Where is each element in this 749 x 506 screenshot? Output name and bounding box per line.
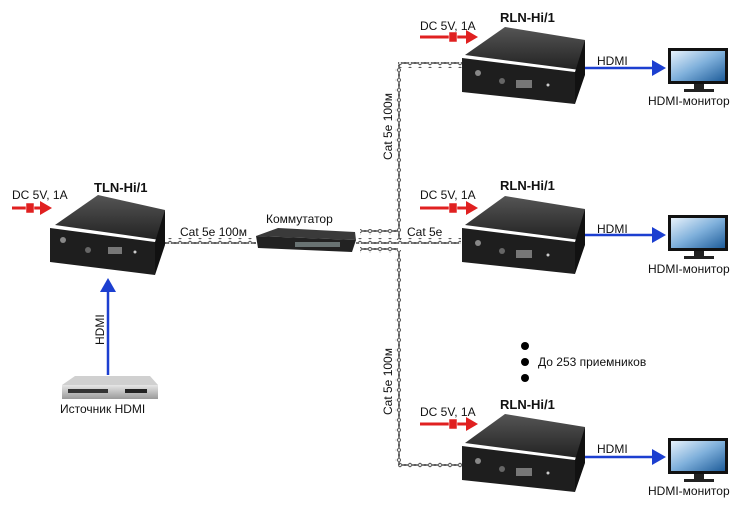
hdmi-arrow-source xyxy=(100,278,116,375)
transmitter-model: TLN-Hi/1 xyxy=(94,180,148,195)
cable-vertical-top xyxy=(395,65,401,240)
receiver-1-power-label: DC 5V, 1A xyxy=(420,19,476,33)
hdmi-arrow-rx3 xyxy=(583,449,666,465)
branch-bottom-label: Cat 5e 100м xyxy=(381,348,395,415)
receiver-3-model: RLN-Hi/1 xyxy=(500,397,555,412)
ellipsis-dot xyxy=(521,342,529,350)
branch-top-label: Cat 5e 100м xyxy=(381,93,395,160)
receiver-2-model: RLN-Hi/1 xyxy=(500,178,555,193)
monitor-1-label: HDMI-монитор xyxy=(648,94,730,108)
cable-switch-to-hub xyxy=(356,238,461,244)
receiver-1-model: RLN-Hi/1 xyxy=(500,10,555,25)
source-hdmi-label: HDMI xyxy=(93,314,107,345)
cable-tx-to-switch xyxy=(163,238,256,244)
receiver-2-power-label: DC 5V, 1A xyxy=(420,188,476,202)
cable-vertical-bottom xyxy=(395,250,401,465)
transmitter-power-label: DC 5V, 1A xyxy=(12,188,68,202)
switch-label: Коммутатор xyxy=(266,212,333,226)
cable-hub-bottom-stub xyxy=(360,247,398,253)
network-switch xyxy=(256,228,356,252)
downlink-cable-label: Cat 5e xyxy=(407,225,443,239)
power-arrow-rx2 xyxy=(420,201,478,215)
receiver-2-hdmi-label: HDMI xyxy=(597,222,628,236)
receiver-1-hdmi-label: HDMI xyxy=(597,54,628,68)
receiver-device-3 xyxy=(462,414,585,492)
receiver-3-hdmi-label: HDMI xyxy=(597,442,628,456)
monitor-2 xyxy=(668,215,728,259)
monitor-3-label: HDMI-монитор xyxy=(648,484,730,498)
cable-top-branch xyxy=(398,62,468,68)
receiver-device-1 xyxy=(462,27,585,104)
receiver-3-power-label: DC 5V, 1A xyxy=(420,405,476,419)
receivers-note: До 253 приемников xyxy=(538,355,647,369)
power-arrow-rx1 xyxy=(420,30,478,44)
hdmi-arrow-rx2 xyxy=(583,227,666,243)
monitor-3 xyxy=(668,438,728,482)
power-arrow-rx3 xyxy=(420,417,478,431)
monitor-2-label: HDMI-монитор xyxy=(648,262,730,276)
hdmi-arrow-rx1 xyxy=(583,60,666,76)
ellipsis-dot xyxy=(521,358,529,366)
uplink-cable-label: Cat 5e 100м xyxy=(180,225,247,239)
source-label: Источник HDMI xyxy=(60,402,146,416)
cable-bottom-branch xyxy=(398,462,463,468)
monitor-1 xyxy=(668,48,728,92)
cable-hub-top-stub xyxy=(360,229,398,235)
hdmi-source-device xyxy=(62,376,158,399)
transmitter-device xyxy=(50,195,165,275)
power-arrow-tx xyxy=(12,201,52,215)
receiver-device-2 xyxy=(462,196,585,274)
ellipsis-dot xyxy=(521,374,529,382)
